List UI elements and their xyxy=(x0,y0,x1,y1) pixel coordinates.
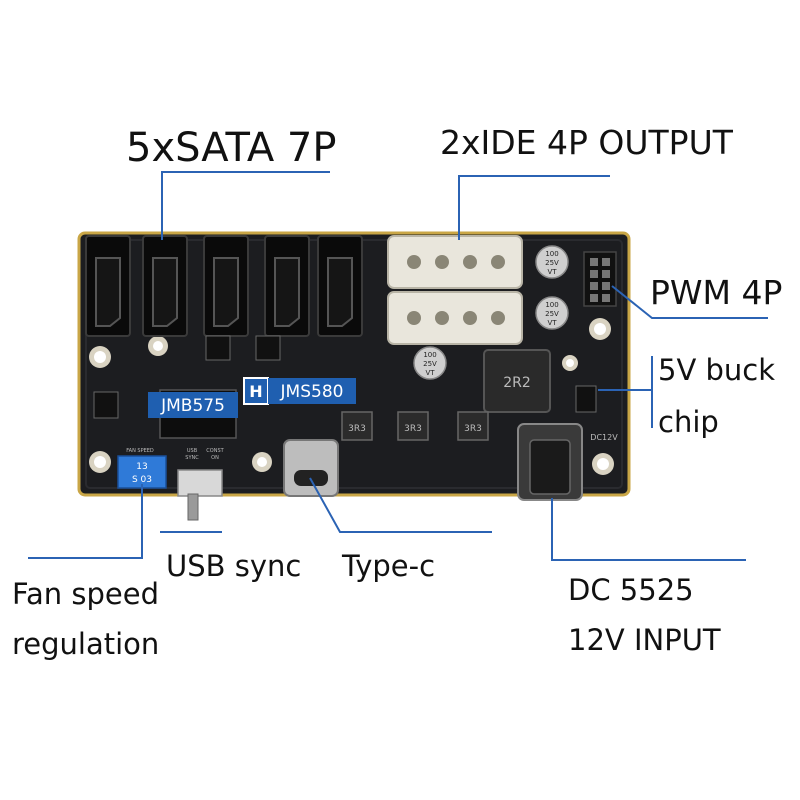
svg-text:VT: VT xyxy=(547,319,557,327)
dc-callout-label-line2: 12V INPUT xyxy=(568,623,721,657)
fan-speed-silkscreen: FAN SPEED xyxy=(126,448,154,454)
usb-sync-switch xyxy=(177,469,223,521)
usb-sync-callout-label: USB sync xyxy=(166,549,302,583)
ide-callout-line xyxy=(458,175,610,240)
mounting-hole xyxy=(562,355,578,371)
buck-inductor: 2R2 xyxy=(483,349,551,413)
pwm-header xyxy=(583,251,617,307)
svg-text:13: 13 xyxy=(136,462,147,472)
sata-port xyxy=(203,235,249,337)
mounting-hole xyxy=(148,336,168,356)
ide-connector-bottom xyxy=(387,291,523,345)
typec-callout-line xyxy=(309,477,492,533)
type-c-port xyxy=(283,439,339,497)
svg-text:H: H xyxy=(249,382,262,401)
sata-port xyxy=(317,235,363,337)
mounting-hole xyxy=(252,452,272,472)
svg-text:2R2: 2R2 xyxy=(503,375,531,391)
svg-text:100: 100 xyxy=(545,250,558,258)
small-ic xyxy=(93,391,119,419)
jmb575-label: JMB575 xyxy=(148,392,238,418)
jms580-label: H JMS580 xyxy=(243,377,356,405)
dc-jack xyxy=(517,423,583,501)
usb-sync-silkscreen: SYNC xyxy=(185,455,199,461)
svg-text:25V: 25V xyxy=(545,259,559,267)
ide-connector-top xyxy=(387,235,523,289)
capacitor: 100 25V VT xyxy=(535,245,569,279)
svg-text:25V: 25V xyxy=(423,360,437,368)
mounting-hole xyxy=(89,451,111,473)
small-ic xyxy=(205,335,231,361)
svg-text:3R3: 3R3 xyxy=(404,424,422,434)
svg-text:VT: VT xyxy=(425,369,435,377)
small-inductor: 3R3 xyxy=(457,411,489,441)
svg-text:S 03: S 03 xyxy=(132,475,152,485)
sata-callout-label: 5xSATA 7P xyxy=(126,125,337,171)
small-ic xyxy=(255,335,281,361)
sata-port xyxy=(264,235,310,337)
svg-text:JMB575: JMB575 xyxy=(160,396,225,416)
svg-text:100: 100 xyxy=(545,301,558,309)
fan-callout-label-line2: regulation xyxy=(12,627,160,661)
typec-callout-label: Type-c xyxy=(342,549,436,583)
small-inductor: 3R3 xyxy=(397,411,429,441)
const-on-silkscreen: CONST xyxy=(206,448,224,454)
svg-text:JMS580: JMS580 xyxy=(280,382,344,402)
dc-callout-label-line1: DC 5525 xyxy=(568,573,694,607)
svg-text:3R3: 3R3 xyxy=(348,424,366,434)
mounting-hole xyxy=(592,453,614,475)
const-on-silkscreen: ON xyxy=(211,455,219,461)
dc-callout-line xyxy=(551,498,746,561)
mounting-hole xyxy=(89,346,111,368)
sata-port xyxy=(85,235,131,337)
dc12v-silkscreen: DC12V xyxy=(590,433,618,442)
svg-text:25V: 25V xyxy=(545,310,559,318)
ide-callout-label: 2xIDE 4P OUTPUT xyxy=(440,123,733,162)
pwm-callout-line xyxy=(611,285,768,319)
sata-callout-line xyxy=(161,171,330,240)
svg-text:VT: VT xyxy=(547,268,557,276)
buck-callout-label-line1: 5V buck xyxy=(658,353,776,387)
fan-callout-line xyxy=(28,484,143,559)
fan-callout-label-line1: Fan speed xyxy=(12,577,159,611)
capacitor: 100 25V VT xyxy=(535,296,569,330)
fan-speed-potentiometer: 13 S 03 xyxy=(117,455,167,489)
capacitor: 100 25V VT xyxy=(413,346,447,380)
small-inductor: 3R3 xyxy=(341,411,373,441)
sata-port xyxy=(142,235,188,337)
buck-callout-label-line2: chip xyxy=(658,405,719,439)
buck-chip xyxy=(575,385,597,413)
pwm-callout-label: PWM 4P xyxy=(650,273,783,312)
svg-text:3R3: 3R3 xyxy=(464,424,482,434)
mounting-hole xyxy=(589,318,611,340)
svg-text:100: 100 xyxy=(423,351,436,359)
usb-sync-silkscreen: USB xyxy=(187,448,198,454)
